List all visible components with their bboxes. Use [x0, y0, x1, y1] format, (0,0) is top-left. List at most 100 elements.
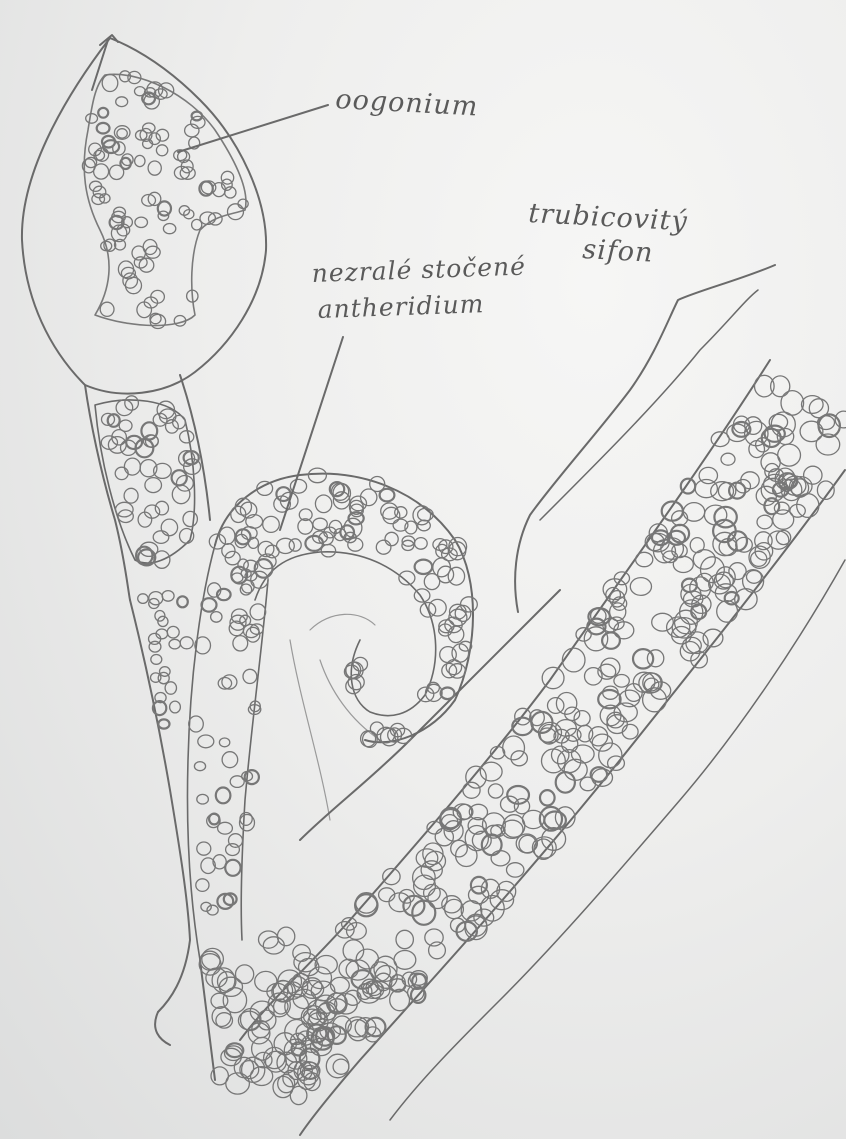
granule	[383, 869, 400, 885]
granule	[371, 962, 391, 981]
granule	[514, 799, 529, 814]
granule	[116, 97, 128, 107]
granule	[148, 161, 161, 175]
granule	[636, 552, 653, 566]
granule	[699, 467, 717, 483]
granule	[117, 129, 127, 138]
granule	[86, 114, 98, 124]
granule	[153, 531, 169, 544]
granule	[146, 246, 161, 258]
granule	[321, 545, 335, 557]
granule	[211, 612, 222, 623]
granule	[390, 989, 410, 1010]
granule	[226, 1073, 250, 1094]
granule	[503, 815, 525, 838]
granule	[197, 794, 209, 804]
granule	[449, 664, 465, 678]
granule	[681, 479, 695, 494]
granule	[601, 658, 620, 677]
granule	[263, 937, 284, 954]
granule	[396, 930, 413, 948]
granule	[173, 415, 186, 428]
granule	[580, 777, 595, 791]
granule	[122, 154, 133, 166]
granule	[608, 756, 625, 770]
granule	[149, 599, 159, 609]
granule	[180, 431, 194, 443]
granules	[82, 71, 846, 1105]
granule	[222, 752, 238, 768]
granule	[150, 314, 165, 328]
granule	[380, 489, 395, 502]
granule	[614, 675, 629, 688]
granule	[236, 965, 254, 984]
granule	[229, 834, 243, 848]
granule	[691, 604, 706, 619]
granule	[98, 108, 108, 118]
granule	[315, 495, 331, 513]
granule	[415, 538, 428, 550]
granule	[196, 879, 209, 892]
granule	[126, 277, 142, 293]
granule	[572, 745, 595, 763]
granule	[231, 506, 246, 522]
granule	[507, 863, 524, 877]
granule	[156, 129, 168, 141]
granule	[115, 467, 128, 479]
granule	[503, 736, 525, 760]
granule	[135, 155, 145, 166]
granule	[619, 690, 639, 707]
granule	[764, 498, 779, 514]
granule	[225, 860, 240, 876]
granule	[451, 840, 468, 857]
granule	[424, 574, 439, 590]
granule	[552, 746, 569, 764]
granule	[151, 655, 162, 665]
granule	[163, 224, 175, 234]
granule	[124, 458, 140, 475]
granule	[100, 302, 114, 316]
granule	[251, 1067, 273, 1086]
granule	[226, 844, 240, 856]
granule	[259, 931, 279, 948]
granule	[97, 123, 110, 134]
granule	[138, 594, 148, 604]
granule	[566, 729, 581, 742]
granule	[94, 164, 109, 179]
granule	[564, 759, 587, 780]
granule	[233, 636, 248, 651]
granule	[151, 673, 161, 682]
granule	[124, 488, 138, 503]
granule	[389, 893, 411, 912]
granule	[202, 598, 217, 611]
granule	[643, 688, 667, 712]
granule	[491, 851, 510, 866]
siphon-label-line2: sifon	[582, 234, 655, 269]
antheridium-label-line2: antheridium	[317, 289, 485, 324]
granule	[461, 597, 478, 612]
granule	[255, 971, 277, 991]
granule	[415, 560, 433, 574]
granule	[158, 719, 169, 728]
granule	[376, 540, 391, 554]
granule	[671, 525, 689, 543]
granule	[135, 217, 148, 227]
granule	[102, 136, 115, 148]
granule	[418, 520, 431, 531]
granule	[574, 711, 590, 726]
granule	[184, 210, 194, 219]
antheridium-coil-shadow	[290, 614, 380, 820]
granule	[463, 782, 480, 798]
granule	[179, 206, 189, 216]
granule	[250, 604, 266, 620]
siphon-edge	[540, 290, 758, 520]
granule	[189, 716, 204, 732]
granule	[294, 953, 317, 972]
granule	[308, 468, 326, 483]
granule	[160, 667, 171, 677]
granule	[713, 532, 737, 555]
granule	[134, 257, 147, 268]
granule	[135, 87, 146, 96]
granule	[219, 738, 229, 747]
granule	[243, 669, 257, 683]
